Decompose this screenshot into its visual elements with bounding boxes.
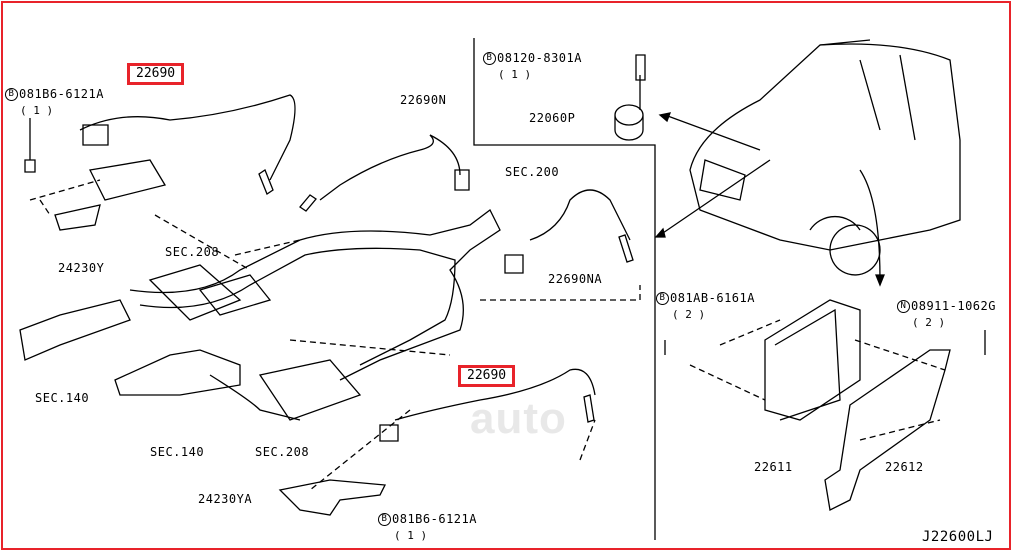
oxygen-sensor-n-wire [319, 134, 434, 201]
knock-sensor [614, 104, 644, 141]
bolt-type-b-icon: B [483, 52, 496, 65]
diagram-code: J22600LJ [922, 529, 994, 545]
catalyst-upper [148, 264, 242, 321]
part-label-22611[interactable]: 22611 [754, 460, 793, 474]
oxygen-sensor-wire [79, 94, 296, 181]
oxygen-sensor-lower-wire [394, 368, 596, 421]
part-label-22690na[interactable]: 22690NA [548, 272, 603, 286]
connector [82, 124, 109, 146]
manifold-right [114, 349, 241, 396]
vehicle-outline [689, 43, 961, 251]
section-label[interactable]: SEC.200 [505, 165, 560, 179]
section-label[interactable]: SEC.208 [255, 445, 310, 459]
leader-dashed [29, 179, 641, 491]
oxygen-sensor-na-wire [529, 189, 631, 241]
exhaust-pipe [129, 209, 501, 381]
ecu-22611 [764, 299, 861, 421]
part-label-24230y[interactable]: 24230Y [58, 261, 105, 275]
fastener-qty: ( 1 ) [20, 104, 54, 117]
fastener-qty: ( 1 ) [498, 68, 532, 81]
section-label[interactable]: SEC.140 [150, 445, 205, 459]
part-label-22690n[interactable]: 22690N [400, 93, 447, 107]
section-label[interactable]: SEC.208 [165, 245, 220, 259]
part-label-22060p[interactable]: 22060P [529, 111, 576, 125]
fastener-qty: ( 2 ) [912, 316, 946, 329]
fastener-qty: ( 2 ) [672, 308, 706, 321]
bracket-24230ya [278, 479, 387, 516]
part-label-22612[interactable]: 22612 [885, 460, 924, 474]
bolt-type-b-icon: B [5, 88, 18, 101]
bracket-24230y [54, 159, 167, 231]
bolt-type-b-icon: B [378, 513, 391, 526]
part-label-24230ya[interactable]: 24230YA [198, 492, 253, 506]
catalyst-lower [258, 359, 362, 421]
nut-type-n-icon: N [897, 300, 910, 313]
manifold-left [19, 299, 131, 361]
part-label-22690-highlighted[interactable]: 22690 [458, 365, 516, 387]
bracket-22612 [824, 349, 951, 511]
section-label[interactable]: SEC.140 [35, 391, 90, 405]
bolt-type-b-icon: B [656, 292, 669, 305]
panel-divider [473, 38, 656, 540]
fastener-qty: ( 1 ) [394, 529, 428, 542]
oxygen-sensor [258, 169, 274, 195]
grille [699, 159, 746, 201]
arrows [659, 114, 881, 281]
part-label-22690-highlighted[interactable]: 22690 [127, 63, 185, 85]
watermark: auto [470, 394, 567, 443]
